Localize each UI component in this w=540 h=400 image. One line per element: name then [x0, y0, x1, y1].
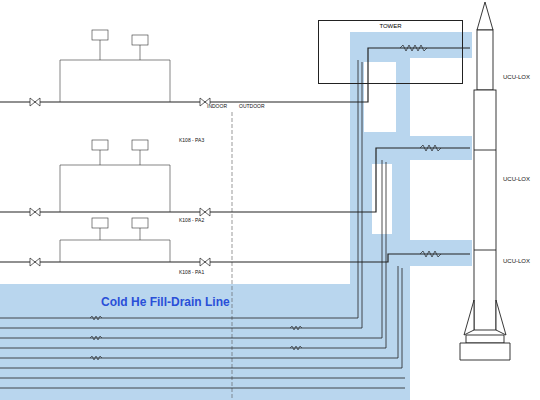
zone-label: OUTDOOR	[238, 104, 266, 110]
umbilical-tag: UCU-LOX	[502, 176, 531, 183]
equipment-tag: K108 - PA1	[178, 270, 205, 276]
line-title: Cold He Fill-Drain Line	[100, 296, 231, 309]
equipment-tag: K108 - PA3	[178, 138, 205, 144]
tower-boundary: TOWER	[318, 20, 463, 84]
equipment-tag: K108 - PA2	[178, 218, 205, 224]
fill-drain-line	[0, 60, 405, 388]
zone-label: INDOOR	[206, 104, 228, 110]
highlight-band	[0, 32, 472, 400]
valve-symbol	[30, 98, 210, 266]
pipe-line	[0, 48, 470, 262]
umbilical-tag: UCU-LOX	[502, 258, 531, 265]
tower-label: TOWER	[319, 21, 462, 30]
umbilical-tag: UCU-LOX	[502, 74, 531, 81]
